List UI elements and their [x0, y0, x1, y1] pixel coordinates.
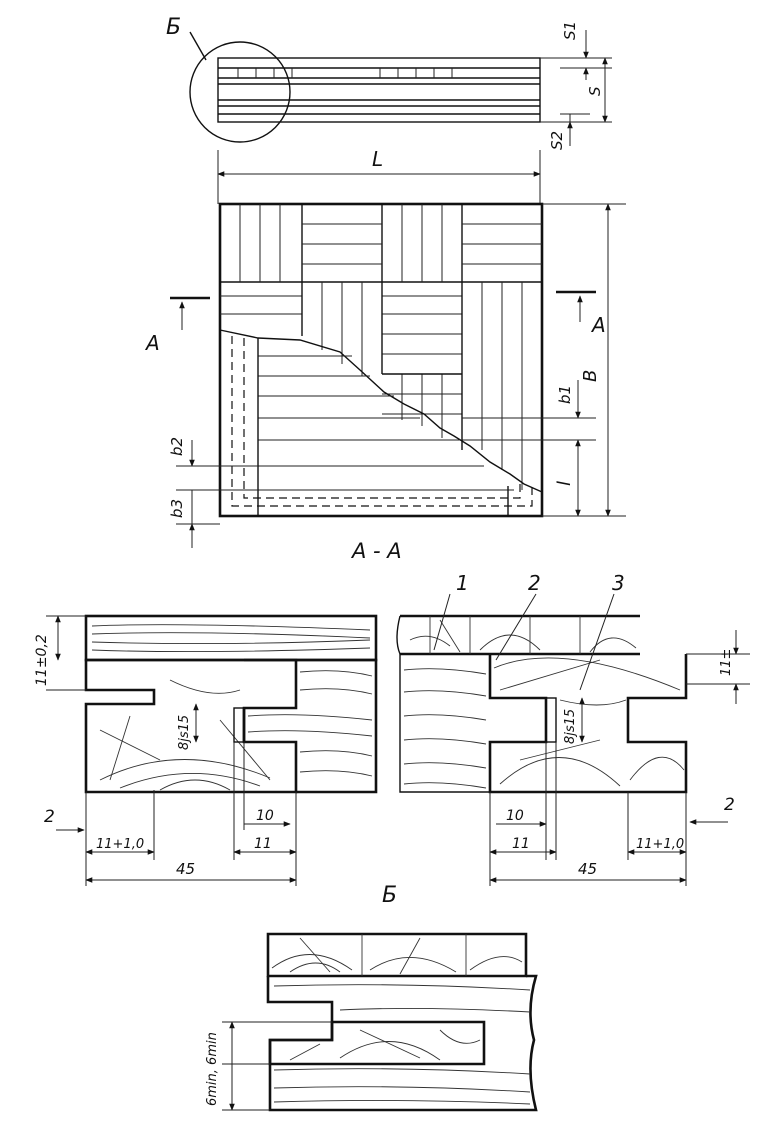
dim-11-plus-left: 11+1,0: [96, 837, 144, 852]
dim-s1: S1: [561, 21, 579, 40]
detail-b-circle: [189, 41, 291, 143]
view-2-left: 2: [44, 807, 55, 827]
callout-1: 1: [456, 571, 469, 595]
dim-11-tol: 11±0,2: [34, 634, 50, 686]
section-a-right: А: [590, 313, 606, 337]
dim-s: S: [586, 86, 604, 96]
callout-3: 3: [612, 571, 625, 595]
dim-10-left: 10: [256, 808, 274, 824]
dim-l: l: [554, 481, 575, 486]
section-right: 11± 8js15 10 11 11+1,0 45 2 1 2 3: [396, 571, 750, 886]
dim-45-right: 45: [578, 860, 597, 878]
view-2-right: 2: [724, 795, 735, 815]
dim-8js15-right: 8js15: [563, 709, 578, 744]
dim-11-mid: 11: [512, 836, 530, 852]
section-a-left: А: [144, 331, 160, 355]
dim-8js15-left: 8js15: [177, 715, 192, 750]
detail-b-mark: Б: [166, 15, 181, 40]
dim-length: L: [372, 147, 383, 171]
section-left: 11±0,2 8js15 10 11 11+1,0 45 2: [34, 614, 378, 886]
panel-plan-view: L: [144, 147, 626, 563]
dim-b2: b2: [168, 437, 186, 456]
dim-10-right: 10: [506, 808, 524, 824]
dim-11-right: 11±: [719, 649, 734, 676]
detail-b-title: Б: [382, 883, 397, 908]
dim-width: B: [580, 370, 601, 382]
dim-11-plus-right: 11+1,0: [636, 837, 684, 852]
dim-s2: S2: [548, 131, 566, 150]
dim-b3: b3: [168, 499, 186, 518]
dim-45-left: 45: [176, 860, 195, 878]
callout-2: 2: [528, 571, 541, 595]
dim-6min: 6min, 6min: [205, 1032, 220, 1106]
panel-edge-view: Б S1 S S2: [166, 15, 612, 150]
dim-11-left: 11: [254, 836, 272, 852]
dim-b1: b1: [556, 385, 574, 404]
detail-b-view: Б 6min, 6min: [205, 883, 538, 1112]
section-title: А - А: [350, 539, 402, 563]
